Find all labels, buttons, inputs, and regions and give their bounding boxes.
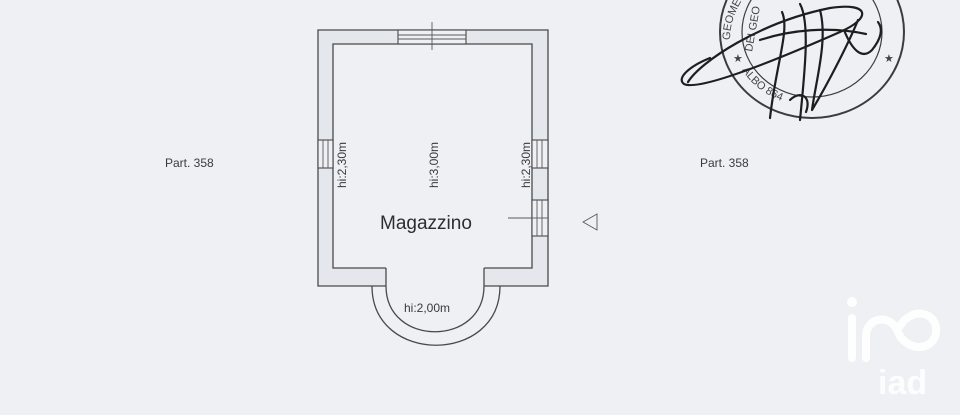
window-right-upper [531, 139, 549, 169]
parcel-label-left: Part. 358 [165, 156, 214, 170]
parcel-label-right: Part. 358 [700, 156, 749, 170]
logo-dot-icon [847, 297, 857, 307]
door-right [508, 199, 549, 237]
height-label-bay: hi:2,00m [404, 301, 450, 315]
stamp-ring-left: DEI GEO [743, 5, 763, 53]
triangle-arrow-icon [582, 213, 598, 231]
height-label-left: hi:2,30m [335, 142, 349, 188]
room-name: Magazzino [380, 213, 472, 234]
window-left [317, 139, 334, 169]
logo-brand-text: iad [878, 364, 927, 402]
stamp-star-left: ★ [733, 53, 743, 65]
stamp-star-right: ★ [884, 53, 894, 65]
bay-alcove [371, 285, 501, 346]
window-top [397, 22, 467, 50]
logo-loop-icon [862, 309, 941, 362]
professional-stamp: GEOMETRI ALBO 864 DEI GEO ★ ★ [719, 0, 905, 119]
height-label-center: hi:3,00m [427, 142, 441, 188]
signature [680, 2, 882, 122]
height-label-right: hi:2,30m [519, 142, 533, 188]
iad-logo: iad [847, 297, 941, 402]
